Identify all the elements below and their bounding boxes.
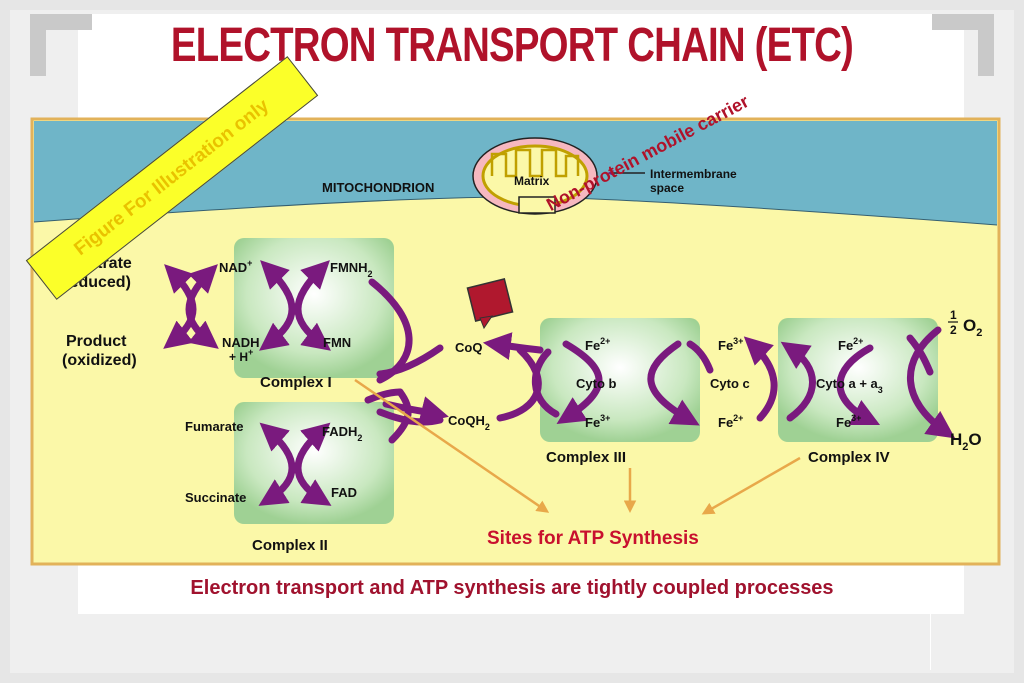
svg-text:1: 1: [950, 308, 957, 322]
water-label: H2O: [950, 430, 982, 453]
intermembrane-label-1: Intermembrane: [650, 167, 737, 181]
slide-caption: Electron transport and ATP synthesis are…: [190, 577, 834, 599]
complex-3-fe2-label: Fe2+: [585, 336, 610, 353]
product-label-2: (oxidized): [62, 352, 137, 369]
complex-2-box: [234, 402, 394, 524]
coqh2-label: CoQH2: [448, 413, 490, 432]
half-oxygen-label: 1 2 O2: [948, 308, 982, 339]
h-label: + H+: [229, 347, 253, 364]
matrix-label: Matrix: [514, 174, 550, 188]
complex-3-fe3-label: Fe3+: [585, 413, 610, 430]
cyto-c-label: Cyto c: [710, 376, 750, 391]
corner-bracket-right: [932, 14, 994, 76]
atp-sites-label: Sites for ATP Synthesis: [487, 528, 699, 549]
divider-line: [930, 560, 931, 670]
cyto-a-a3-label: Cyto a + a3: [816, 376, 883, 395]
nadh-label: NADH: [222, 335, 260, 350]
mitochondrion-label: MITOCHONDRION: [322, 180, 434, 195]
mitochondrion-icon: [472, 137, 598, 215]
cyto-c-fe3-label: Fe3+: [718, 336, 743, 353]
svg-text:2: 2: [950, 323, 957, 337]
fmn-label: FMN: [323, 335, 351, 350]
note-icon: [466, 277, 514, 330]
cyto-c-fe2-label: Fe2+: [718, 413, 743, 430]
complex-4-fe3-label: Fe3+: [836, 413, 861, 430]
svg-text:O2: O2: [963, 316, 982, 339]
product-label-1: Product: [66, 333, 127, 350]
complex-3-box: [540, 318, 700, 442]
succinate-label: Succinate: [185, 490, 246, 505]
fmnh2-label: FMNH2: [330, 260, 373, 279]
complex-4-label: Complex IV: [808, 449, 890, 466]
coq-label: CoQ: [455, 340, 482, 355]
complex-2-label: Complex II: [252, 537, 328, 554]
nad-label: NAD+: [219, 258, 252, 275]
fadh2-label: FADH2: [322, 424, 362, 443]
complex-3-label: Complex III: [546, 449, 626, 466]
complex-4-fe2-label: Fe2+: [838, 336, 863, 353]
corner-bracket-left: [30, 14, 92, 76]
fad-label: FAD: [331, 485, 357, 500]
cyto-b-label: Cyto b: [576, 376, 617, 391]
intermembrane-label-2: space: [650, 181, 684, 195]
complex-1-label: Complex I: [260, 374, 332, 391]
fumarate-label: Fumarate: [185, 419, 244, 434]
complex-1-box: [234, 238, 394, 378]
complex-4-box: [778, 318, 938, 442]
